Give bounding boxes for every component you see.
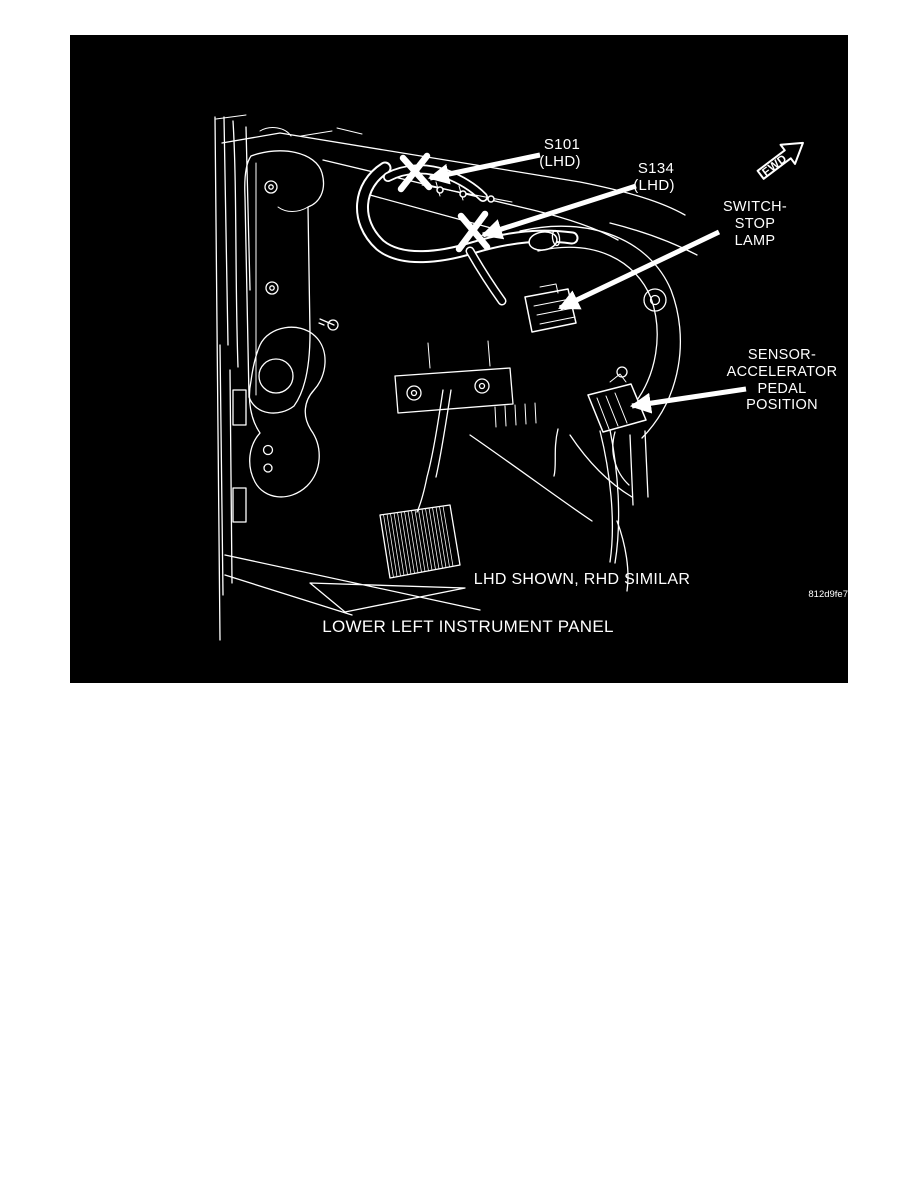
callout-s101: S101 (LHD) — [539, 136, 581, 170]
s101-label-line2: (LHD) — [539, 153, 581, 170]
floor-lines-right — [469, 428, 629, 592]
s134-leader-arrow — [481, 183, 637, 240]
floor-lines-left — [224, 554, 481, 616]
switch-stop-lamp-leader-arrow — [558, 229, 721, 311]
brake-pedal-pad — [379, 504, 461, 579]
sensor-label-line1: SENSOR- — [748, 347, 816, 363]
fwd-direction-arrow: FWD — [756, 141, 804, 180]
sensor-label-line2: ACCELERATOR — [727, 364, 838, 380]
switch-stop-lamp-label-line2: STOP — [735, 216, 775, 232]
callout-s134: S134 (LHD) — [633, 160, 675, 194]
callout-switch-stop-lamp: SWITCH- STOP LAMP — [723, 199, 787, 249]
s101-leader-arrow — [427, 152, 541, 185]
steering-column-support — [519, 225, 681, 564]
sensor-label-line4: POSITION — [746, 397, 818, 413]
line-art: FWD S101 (LHD) S134 (LHD) SWITCH- STOP L… — [214, 114, 848, 641]
sensor-label-line3: PEDAL — [757, 381, 806, 397]
s134-label-line1: S134 — [638, 160, 674, 177]
figure-code: 812d9fe7 — [808, 589, 848, 600]
s101-label-line1: S101 — [544, 136, 580, 153]
switch-stop-lamp-label-line3: LAMP — [735, 233, 776, 249]
s101-splice-marker — [397, 152, 433, 193]
a-pillar-structure — [214, 114, 363, 641]
door-hinge-panel — [232, 150, 339, 523]
s134-splice-marker — [455, 210, 491, 253]
s134-label-line2: (LHD) — [633, 177, 675, 194]
brake-pedal-arm — [416, 389, 452, 513]
variant-note: LHD SHOWN, RHD SIMILAR — [474, 571, 690, 588]
kick-panel-opening — [248, 326, 326, 498]
stop-lamp-switch-connector — [524, 283, 577, 333]
figure-caption: LOWER LEFT INSTRUMENT PANEL — [322, 617, 613, 636]
instrument-panel-figure: FWD S101 (LHD) S134 (LHD) SWITCH- STOP L… — [70, 35, 848, 683]
callout-sensor-accelerator-pedal-position: SENSOR- ACCELERATOR PEDAL POSITION — [727, 347, 838, 413]
sensor-leader-arrow — [629, 386, 747, 414]
dash-panel-lines — [221, 132, 698, 256]
pedal-mount-bracket — [394, 340, 537, 428]
switch-stop-lamp-label-line1: SWITCH- — [723, 199, 787, 215]
